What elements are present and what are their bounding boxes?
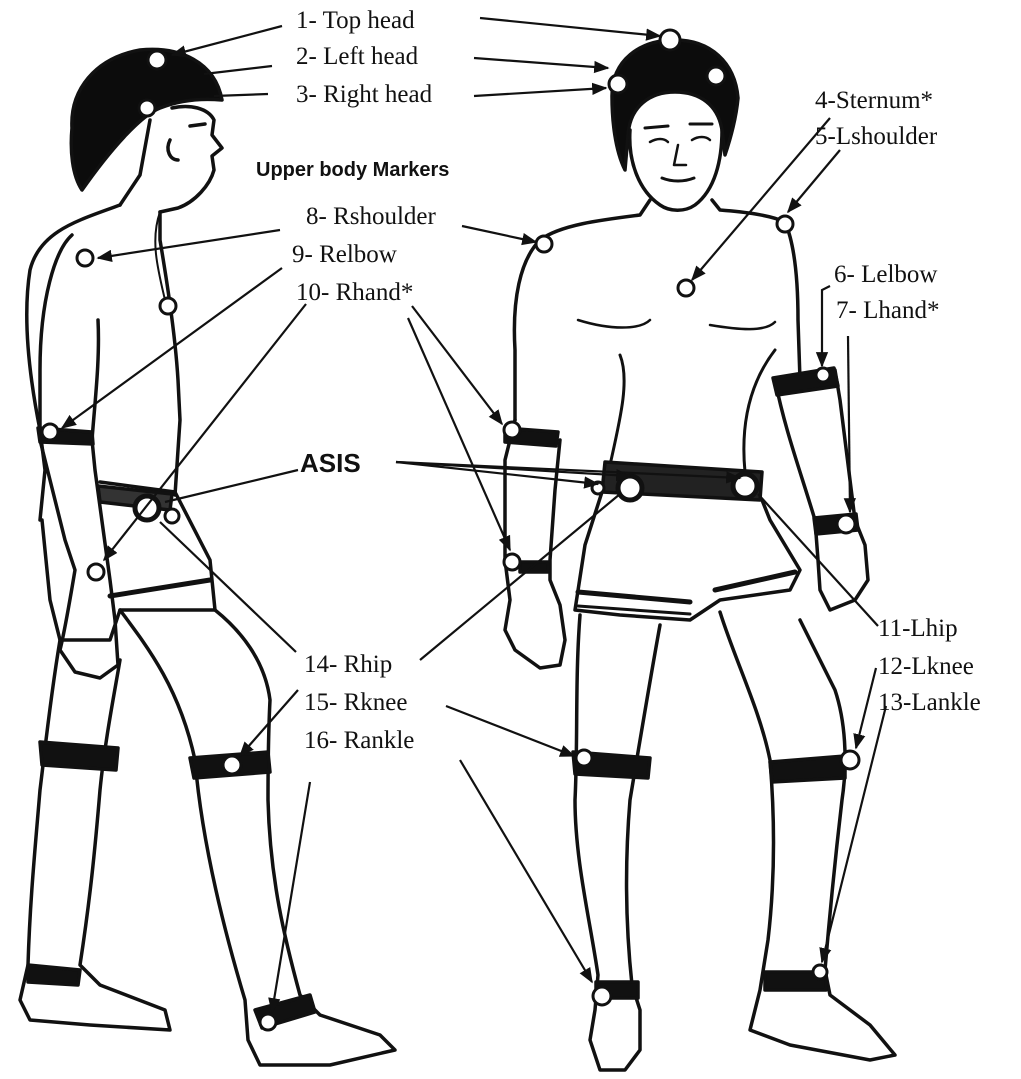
label-top-head: 1- Top head xyxy=(296,8,415,33)
side-front-leg xyxy=(120,610,395,1065)
leader-lknee xyxy=(856,668,876,748)
label-left-head: 2- Left head xyxy=(296,44,418,69)
marker-relbow-front xyxy=(504,422,520,438)
marker-lankle-front xyxy=(813,965,827,979)
marker-rshoulder-front xyxy=(536,236,552,252)
front-right-leg xyxy=(575,615,660,1070)
front-face xyxy=(630,130,722,210)
marker-rshoulder-side xyxy=(77,250,93,266)
markers xyxy=(42,30,859,1030)
marker-relbow-side xyxy=(42,424,58,440)
marker-rankle-side xyxy=(260,1014,276,1030)
leader-top-head-front xyxy=(480,18,660,36)
leader-rknee-front xyxy=(446,706,574,756)
marker-rhand-front xyxy=(504,554,520,570)
marker-lknee-front xyxy=(841,751,859,769)
label-relbow: 9- Relbow xyxy=(292,242,397,267)
label-upper-body-heading: Upper body Markers xyxy=(256,160,449,180)
label-rankle: 16- Rankle xyxy=(304,728,414,753)
label-lshoulder: 5-Lshoulder xyxy=(815,124,937,149)
label-lelbow: 6- Lelbow xyxy=(834,262,937,287)
leader-rhand-side xyxy=(104,304,306,560)
label-lhip: 11-Lhip xyxy=(878,616,958,641)
leader-rshoulder-front xyxy=(462,226,536,242)
leader-top-head-side xyxy=(172,26,282,55)
label-rhip: 14- Rhip xyxy=(304,652,392,677)
marker-rknee-side xyxy=(223,756,241,774)
marker-sternum-front xyxy=(678,280,694,296)
front-torso xyxy=(514,240,540,420)
label-lhand: 7- Lhand* xyxy=(836,298,939,323)
leader-rhand-front xyxy=(408,318,510,550)
side-view-figure xyxy=(20,49,395,1065)
side-face xyxy=(160,107,222,213)
front-left-leg xyxy=(720,612,895,1060)
marker-rknee-front xyxy=(576,750,592,766)
marker-right-head-front xyxy=(707,67,725,85)
marker-rhand-side xyxy=(88,564,104,580)
label-right-head: 3- Right head xyxy=(296,82,432,107)
leader-relbow-front xyxy=(412,306,502,424)
marker-rankle-front xyxy=(593,987,611,1005)
label-asis: ASIS xyxy=(300,450,361,476)
marker-top-head-front xyxy=(660,30,680,50)
leader-left-head-side xyxy=(204,66,272,74)
marker-top-head-side xyxy=(148,51,166,69)
leader-lelbow xyxy=(822,286,830,366)
marker-lshoulder-front xyxy=(777,216,793,232)
marker-side-chest xyxy=(160,298,176,314)
leader-lankle xyxy=(822,706,886,962)
marker-left-head-front xyxy=(609,75,627,93)
label-lknee: 12-Lknee xyxy=(878,654,974,679)
marker-lelbow-front xyxy=(816,368,830,382)
leader-rankle-front xyxy=(460,760,592,982)
label-rknee: 15- Rknee xyxy=(304,690,407,715)
leader-rshoulder-side xyxy=(98,230,280,258)
leader-relbow-side xyxy=(62,268,282,428)
marker-lhand-front xyxy=(837,515,855,533)
label-lankle: 13-Lankle xyxy=(878,690,981,715)
leader-right-head-front xyxy=(474,88,606,96)
label-rhand: 10- Rhand* xyxy=(296,280,413,305)
marker-asis-side xyxy=(165,509,179,523)
leader-rhip-front xyxy=(420,494,620,660)
side-helmet xyxy=(71,49,222,190)
label-rshoulder: 8- Rshoulder xyxy=(306,204,436,229)
front-right-arm xyxy=(505,420,565,668)
marker-rhip-front xyxy=(618,476,642,500)
leader-left-head-front xyxy=(474,58,608,68)
leader-asis-side xyxy=(165,470,298,502)
leader-lhand xyxy=(848,336,850,512)
marker-right-head-side xyxy=(139,100,155,116)
leader-lhip xyxy=(758,494,878,626)
front-view-figure xyxy=(505,40,895,1070)
label-sternum: 4-Sternum* xyxy=(815,88,933,113)
